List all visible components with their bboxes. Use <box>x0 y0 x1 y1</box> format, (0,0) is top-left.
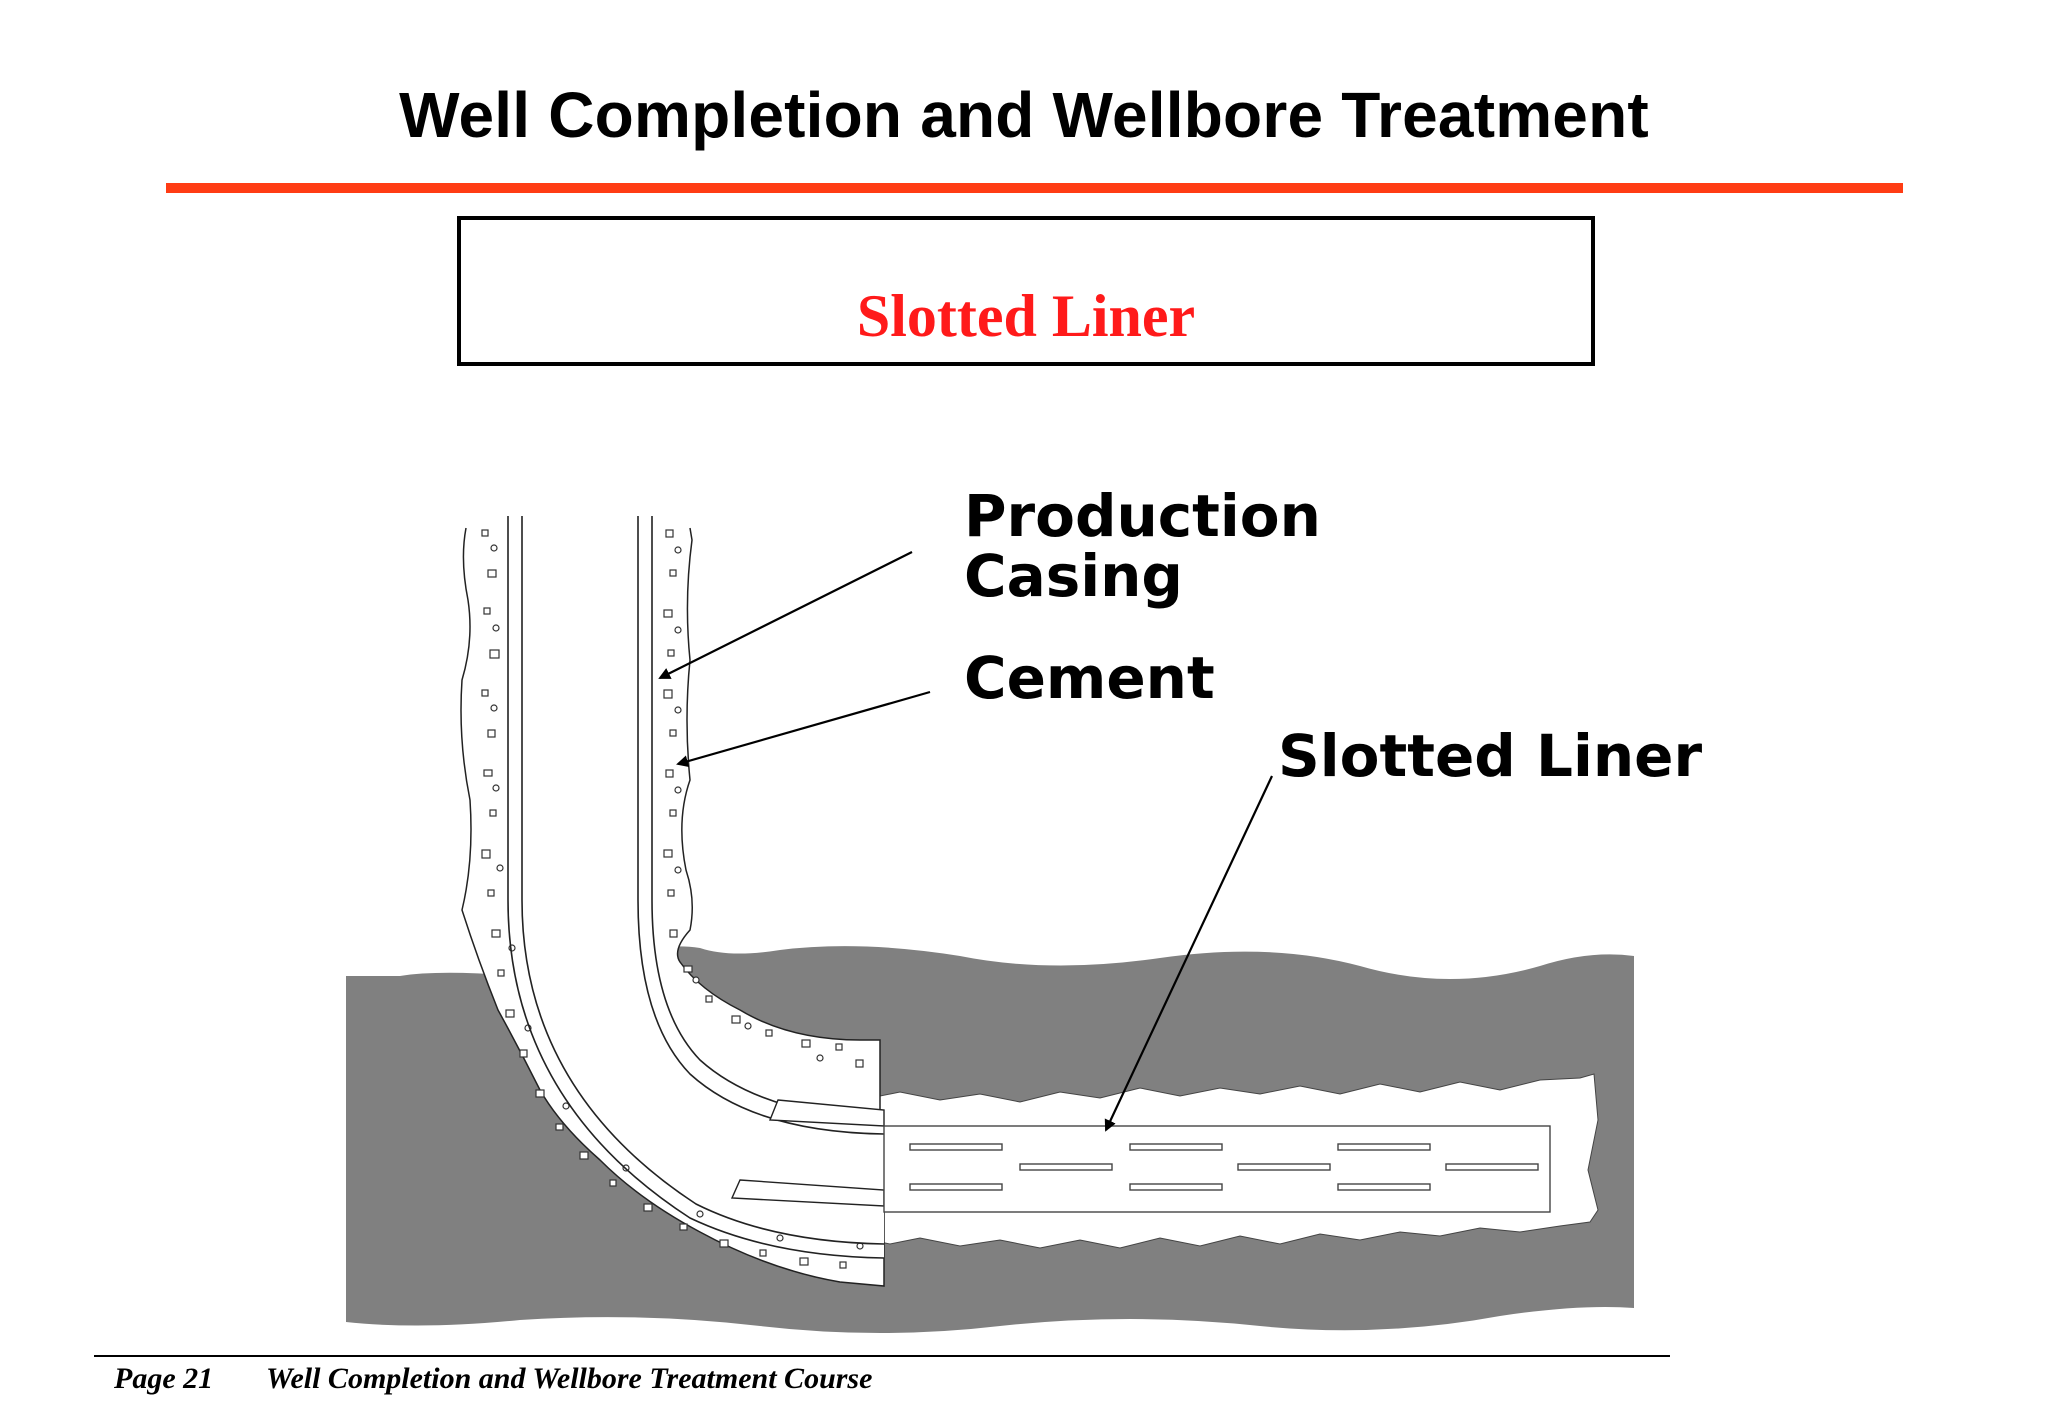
liner-slots <box>909 1143 1539 1191</box>
production-casing-arrow <box>658 551 913 679</box>
title-divider <box>166 183 1903 193</box>
slotted-liner-arrow <box>1104 775 1273 1132</box>
production-casing-label-line2: Casing <box>964 542 1183 610</box>
slotted-liner-pipe <box>883 1125 1551 1213</box>
footer-divider <box>94 1355 1670 1357</box>
slotted-liner-label: Slotted Liner <box>1278 722 1702 790</box>
cement-arrow <box>676 690 931 768</box>
cement-fragments-right <box>663 529 864 1068</box>
cement-fragments-left <box>481 529 864 1269</box>
callout-arrows <box>658 551 1273 1132</box>
subtitle-box: Slotted Liner <box>457 216 1595 366</box>
cement-label: Cement <box>964 644 1215 712</box>
footer-page-number: Page 21 <box>114 1362 214 1395</box>
footer-course-title: Well Completion and Wellbore Treatment C… <box>266 1362 873 1395</box>
page-title: Well Completion and Wellbore Treatment <box>399 79 1649 151</box>
production-casing-label: Production <box>964 482 1321 550</box>
slide-subtitle: Slotted Liner <box>856 283 1196 349</box>
